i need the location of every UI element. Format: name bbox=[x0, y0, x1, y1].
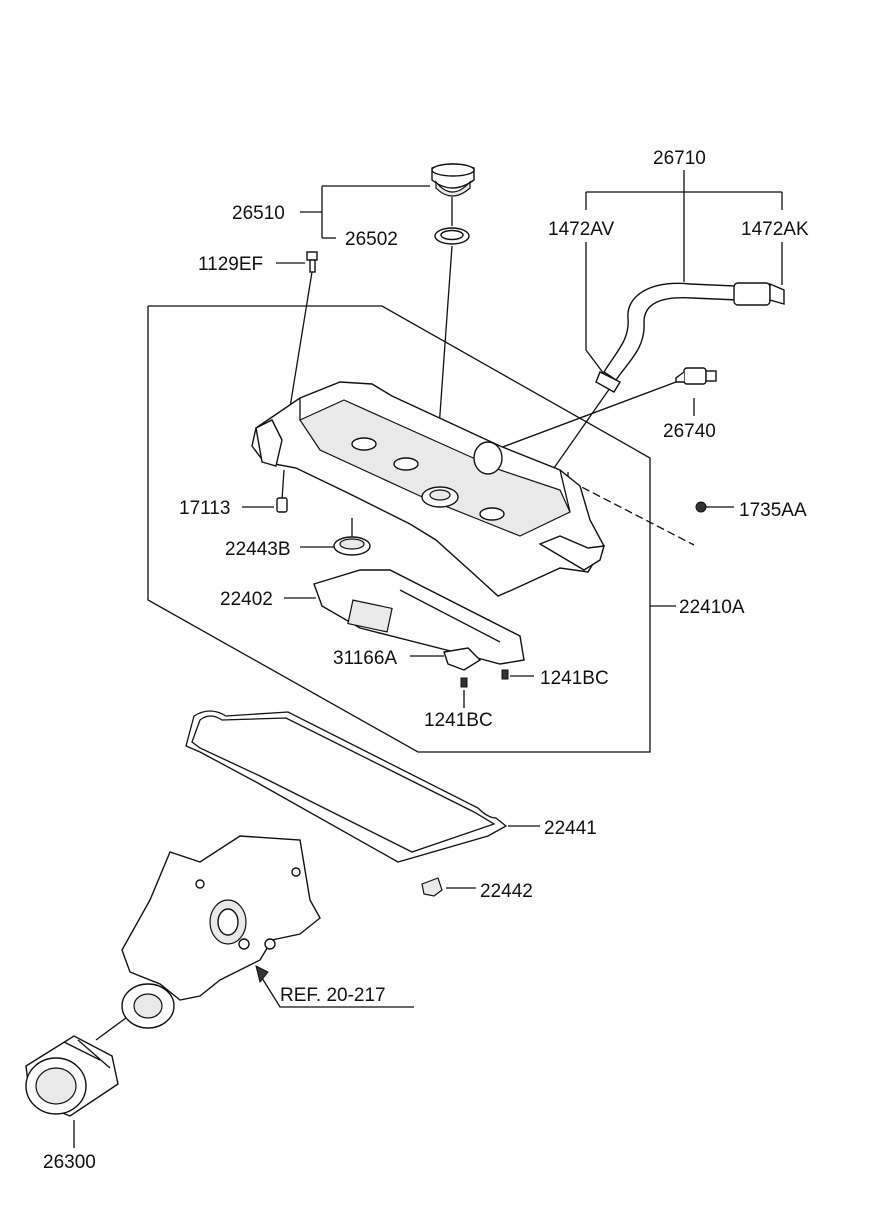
pcv-hose bbox=[595, 282, 785, 393]
leader-lines bbox=[73, 170, 783, 1148]
label-1472AK: 1472AK bbox=[741, 219, 809, 240]
rocker-cover bbox=[251, 381, 605, 597]
cap-gasket bbox=[434, 227, 470, 245]
label-1241BC-right: 1241BC bbox=[540, 668, 609, 689]
part-labels: 26710 26510 26502 1472AV 1472AK 1129EF 2… bbox=[43, 148, 809, 1173]
label-1735AA: 1735AA bbox=[739, 500, 807, 521]
grommet bbox=[695, 501, 707, 513]
cover-gasket bbox=[185, 710, 508, 863]
label-26510: 26510 bbox=[232, 203, 285, 224]
plug bbox=[276, 497, 288, 513]
screws bbox=[460, 669, 509, 688]
label-26710: 26710 bbox=[653, 148, 706, 169]
baffle-piece bbox=[443, 647, 482, 671]
label-1241BC-bottom: 1241BC bbox=[424, 710, 493, 731]
label-22410A: 22410A bbox=[679, 597, 745, 618]
label-1472AV: 1472AV bbox=[548, 219, 615, 240]
label-22441: 22441 bbox=[544, 818, 597, 839]
oil-filter bbox=[25, 1035, 119, 1117]
label-26502: 26502 bbox=[345, 229, 398, 250]
half-moon-seal bbox=[421, 877, 443, 897]
label-22402: 22402 bbox=[220, 589, 273, 610]
label-22442: 22442 bbox=[480, 881, 533, 902]
label-ref-20-217: REF. 20-217 bbox=[280, 985, 386, 1006]
label-26300: 26300 bbox=[43, 1152, 96, 1173]
spark-plug-seal bbox=[333, 536, 371, 556]
oil-filler-cap bbox=[431, 163, 475, 197]
label-31166A: 31166A bbox=[333, 648, 397, 669]
bolt bbox=[306, 251, 318, 273]
pcv-valve bbox=[675, 367, 717, 385]
label-22443B: 22443B bbox=[225, 539, 291, 560]
label-26740: 26740 bbox=[663, 421, 716, 442]
label-1129EF: 1129EF bbox=[198, 254, 263, 275]
oil-pump-housing bbox=[121, 835, 321, 1001]
oil-pump-rotor bbox=[121, 983, 175, 1029]
baffle-plate bbox=[313, 569, 525, 665]
label-17113: 17113 bbox=[179, 498, 230, 519]
